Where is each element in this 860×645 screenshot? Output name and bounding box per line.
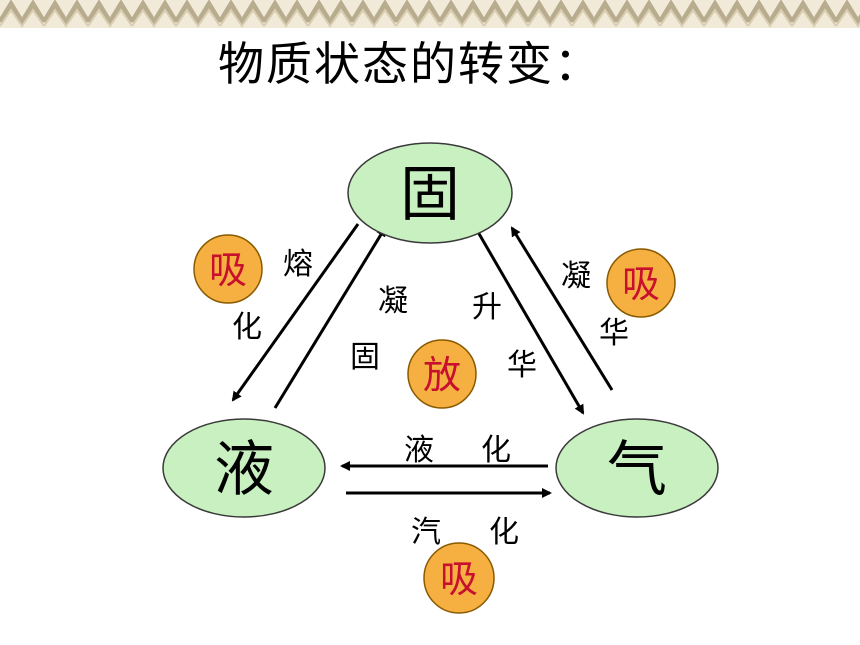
page-title: 物质状态的转变： <box>218 37 602 91</box>
node-gas: 气 <box>555 418 719 518</box>
arrow-deposition <box>510 226 614 391</box>
badge-absorb-melting: 吸 <box>193 234 263 304</box>
node-solid: 固 <box>347 142 513 244</box>
node-liquid: 液 <box>162 418 326 518</box>
node-gas-label: 气 <box>607 435 667 505</box>
label-vaporization-1: 汽 <box>411 515 441 550</box>
badge-release-center: 放 <box>407 339 477 409</box>
arrow-solidifying <box>273 226 387 409</box>
node-liquid-label: 液 <box>214 435 274 505</box>
label-vaporization-2: 化 <box>489 515 519 550</box>
node-solid-label: 固 <box>400 160 460 230</box>
badge-absorb-deposition: 吸 <box>606 248 676 318</box>
arrow-melting <box>231 223 360 402</box>
label-deposition-2: 华 <box>599 316 629 351</box>
decorative-border <box>0 0 860 28</box>
label-deposition-1: 凝 <box>561 259 591 294</box>
badge-release-center-text: 放 <box>423 353 461 397</box>
label-liquefaction-1: 液 <box>404 433 434 468</box>
arrow-sublimation <box>476 231 585 415</box>
label-melting-2: 化 <box>232 310 262 345</box>
label-liquefaction-2: 化 <box>481 433 511 468</box>
label-melting-1: 熔 <box>283 247 313 282</box>
badge-absorb-vaporization-text: 吸 <box>440 557 478 601</box>
badge-absorb-vaporization: 吸 <box>423 542 495 614</box>
label-sublimation-2: 华 <box>507 348 537 383</box>
label-sublimation-1: 升 <box>472 290 502 325</box>
badge-absorb-melting-text: 吸 <box>209 248 247 292</box>
label-solidifying-2: 固 <box>350 340 380 375</box>
label-solidifying-1: 凝 <box>378 284 408 319</box>
badge-absorb-deposition-text: 吸 <box>622 262 660 306</box>
